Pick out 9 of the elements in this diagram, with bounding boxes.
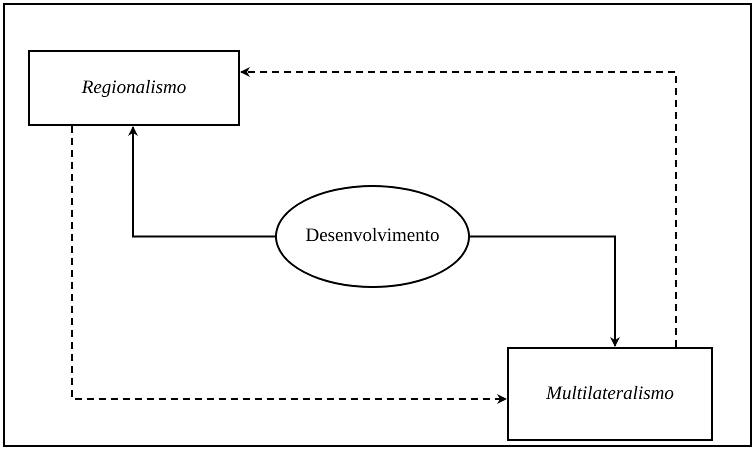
arrow [470, 236, 620, 347]
arrow [240, 67, 677, 347]
node-label: Multilateralismo [546, 382, 674, 406]
process-box [28, 50, 240, 126]
node-label: Desenvolvimento [305, 224, 440, 248]
arrow [71, 126, 507, 404]
node-label: Regionalismo [82, 76, 186, 100]
process-box [507, 347, 713, 441]
arrow [128, 126, 275, 238]
